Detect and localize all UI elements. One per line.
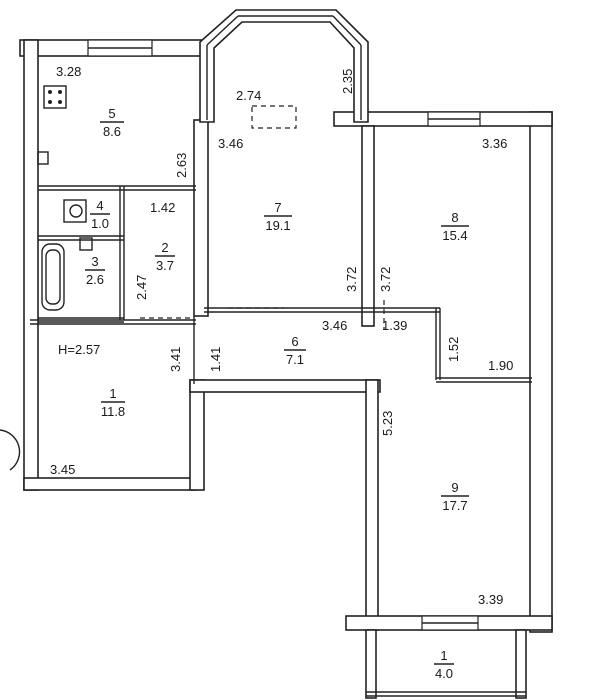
dim-kitchen-width: 3.28 [56, 64, 81, 79]
room-number: 8 [451, 210, 458, 225]
room-area: 3.7 [156, 258, 174, 273]
dim-hall-width: 3.46 [322, 318, 347, 333]
room-area: 17.7 [442, 498, 467, 513]
room-area: 8.6 [103, 124, 121, 139]
partitions [30, 185, 532, 384]
dim-bay-side: 2.35 [340, 69, 355, 94]
room-number: 3 [91, 254, 98, 269]
room-number: 7 [274, 200, 281, 215]
dim-bath-width: 1.42 [150, 200, 175, 215]
room-number: 5 [108, 106, 115, 121]
wall-right [529, 111, 553, 633]
dim-room7-depth: 3.72 [344, 267, 359, 292]
dim-room9-depth: 5.23 [380, 411, 395, 436]
room-area: 1.0 [91, 216, 109, 231]
dim-bay-width: 2.74 [236, 88, 261, 103]
wall-room7-8 [361, 125, 375, 327]
room-number: 2 [161, 240, 168, 255]
balcony [365, 629, 527, 699]
wall-left [23, 39, 39, 491]
entrance-door-icon [0, 429, 21, 471]
washbasin-icon [79, 237, 93, 251]
room-area: 2.6 [86, 272, 104, 287]
wall-kitchen-right [193, 119, 209, 317]
wall-room9-left [365, 379, 379, 631]
room-area: 7.1 [286, 352, 304, 367]
dimension-labels: 3.28 2.63 2.74 2.35 3.46 1.42 2.47 3.41 … [50, 64, 513, 607]
room-number: 4 [96, 198, 103, 213]
wall-bottom-left [23, 477, 197, 491]
sink-icon [37, 151, 49, 165]
room-area: 11.8 [101, 404, 125, 419]
dim-room8-width: 3.36 [482, 136, 507, 151]
room-labels: 5 8.6 4 1.0 3 2.6 2 3.7 1 11.8 7 19.1 6 … [58, 106, 469, 681]
ceiling-height: H=2.57 [58, 342, 100, 357]
dim-room2-depth: 2.47 [134, 275, 149, 300]
fixtures [0, 85, 93, 471]
dim-room7-width: 3.46 [218, 136, 243, 151]
windows [87, 39, 481, 631]
room-area: 4.0 [435, 666, 453, 681]
dim-room9-width: 3.39 [478, 592, 503, 607]
walls [19, 39, 553, 633]
room-area: 15.4 [442, 228, 467, 243]
dim-hall-right-width: 1.39 [382, 318, 407, 333]
dim-room1-depth: 3.41 [168, 347, 183, 372]
dim-kitchen-depth: 2.63 [174, 153, 189, 178]
dim-hall-depth-left: 1.41 [208, 347, 223, 372]
room-number: 1 [109, 386, 116, 401]
dim-hall-right-depth: 1.52 [446, 337, 461, 362]
bay-window [199, 9, 369, 123]
room-number: 6 [291, 334, 298, 349]
wall-room1-right [189, 379, 205, 491]
wall-corridor-bottom [189, 379, 381, 393]
toilet-icon [63, 199, 87, 223]
dim-room8-depth: 3.72 [378, 267, 393, 292]
stove-icon [43, 85, 67, 109]
doors [140, 105, 385, 330]
bathtub-icon [41, 243, 65, 311]
room-number: 9 [451, 480, 458, 495]
dim-room9-width-top: 1.90 [488, 358, 513, 373]
dim-room1-width: 3.45 [50, 462, 75, 477]
room-area: 19.1 [265, 218, 290, 233]
room-number: 1 [440, 648, 447, 663]
